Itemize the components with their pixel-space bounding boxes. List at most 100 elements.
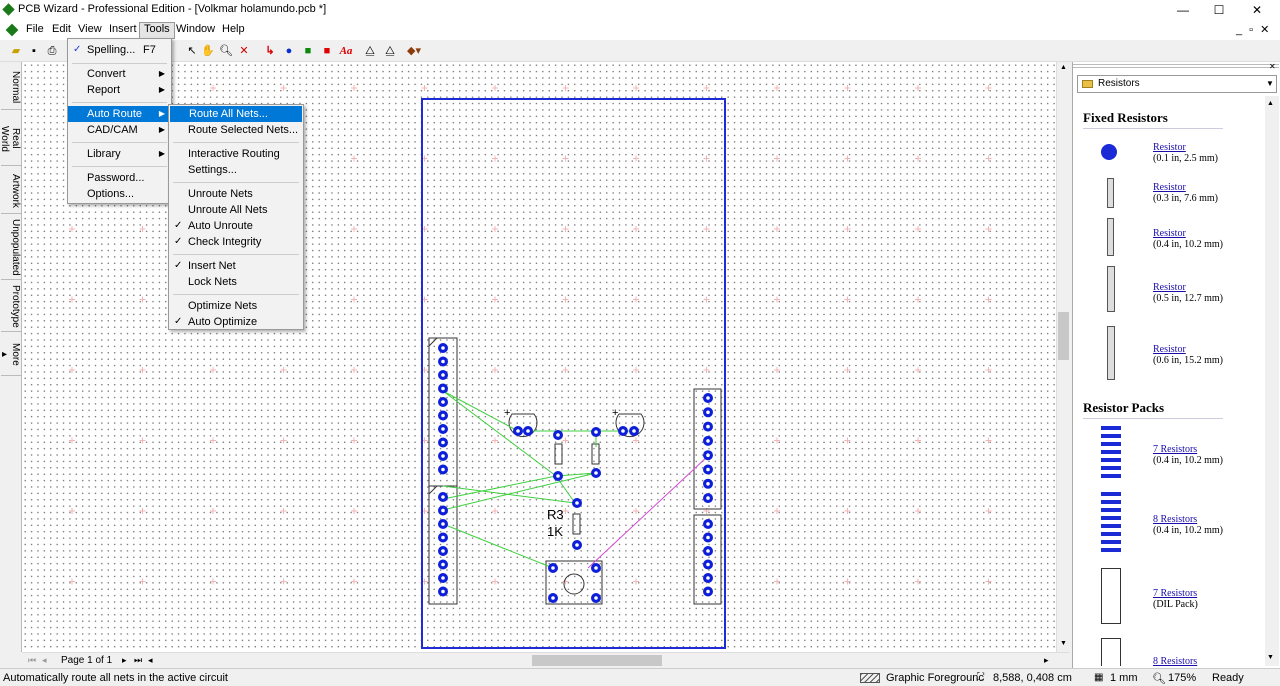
menu-item-interactive-routing[interactable]: Interactive Routing: [188, 148, 280, 160]
horizontal-scroll-thumb[interactable]: [532, 655, 662, 666]
menu-item-settings[interactable]: Settings...: [188, 164, 237, 176]
last-page-icon[interactable]: ⏭: [134, 655, 143, 665]
gallery-scroll-down-icon[interactable]: ▼: [1267, 654, 1274, 661]
zoom-icon[interactable]: 🔍︎: [219, 45, 233, 57]
dil-pack-8-icon[interactable]: [1101, 638, 1121, 666]
copper-area-icon[interactable]: ■: [304, 45, 312, 57]
capacitor-left[interactable]: +: [504, 407, 538, 438]
mdi-window-controls[interactable]: _ ▫ ✕: [1236, 24, 1272, 36]
track-tool-icon[interactable]: ↳: [265, 45, 275, 57]
pad-hole: [441, 427, 445, 431]
resistor-01-icon[interactable]: [1101, 144, 1117, 160]
menu-item-auto-route[interactable]: Auto Route▶: [68, 106, 171, 122]
resistor-05-item[interactable]: Resistor(0.5 in, 12.7 mm): [1153, 282, 1223, 304]
menu-edit[interactable]: Edit: [52, 23, 71, 35]
menu-tools[interactable]: Tools: [139, 22, 175, 39]
dil-pack-8-item[interactable]: 8 Resistors: [1153, 656, 1198, 666]
tab-unpopulated[interactable]: Unpopulated: [1, 216, 21, 280]
tab-prototype[interactable]: Prototype: [1, 282, 21, 332]
menu-item-route-all-nets[interactable]: Route All Nets...: [170, 106, 302, 122]
shape-tool-icon[interactable]: ■: [323, 45, 331, 57]
menu-item-library[interactable]: Library▶: [87, 148, 165, 160]
menu-item-lock-nets[interactable]: Lock Nets: [188, 276, 237, 288]
push-switch[interactable]: [545, 560, 603, 605]
resistor-06-icon[interactable]: [1107, 326, 1115, 380]
menu-window[interactable]: Window: [176, 23, 216, 35]
panel-close-icon[interactable]: ✕: [1269, 62, 1276, 71]
menu-item-route-selected-nets[interactable]: Route Selected Nets...: [188, 124, 299, 136]
scroll-left-icon[interactable]: ◂: [148, 655, 153, 665]
tab-real-world[interactable]: Real World: [0, 112, 21, 166]
print-icon[interactable]: ⎙: [47, 45, 57, 57]
menu-item-optimize-nets[interactable]: Optimize Nets: [188, 300, 258, 312]
dil-pack-icon[interactable]: [1101, 568, 1121, 624]
canvas-vertical-scrollbar[interactable]: ▲ ▼: [1056, 62, 1070, 652]
tab-more[interactable]: More ▸: [0, 334, 21, 376]
resistor-04-item[interactable]: Resistor(0.4 in, 10.2 mm): [1153, 228, 1223, 250]
tab-normal[interactable]: Normal: [1, 66, 21, 110]
tab-artwork[interactable]: Artwork: [1, 168, 21, 214]
menu-item-unroute-nets[interactable]: Unroute Nets: [188, 188, 253, 200]
resistor-06-item[interactable]: Resistor(0.6 in, 15.2 mm): [1153, 344, 1223, 366]
maximize-button[interactable]: ☐: [1213, 3, 1225, 17]
pack-8-icon[interactable]: [1093, 492, 1129, 556]
panel-grip[interactable]: [1073, 64, 1279, 68]
gallery-scrollbar[interactable]: ▲ ▼: [1265, 96, 1279, 666]
menu-help[interactable]: Help: [222, 23, 245, 35]
left-header-bottom[interactable]: [428, 485, 458, 605]
menu-item-cad-cam[interactable]: CAD/CAM▶: [87, 124, 165, 136]
menu-item-spelling[interactable]: ✓ Spelling... F7: [73, 44, 156, 56]
pan-hand-icon[interactable]: ✋: [201, 45, 215, 57]
resistor-03-icon[interactable]: [1107, 178, 1114, 208]
open-folder-icon[interactable]: ▰: [11, 45, 21, 57]
document-icon[interactable]: [5, 23, 19, 37]
pack-7-icon[interactable]: [1093, 426, 1129, 482]
menu-item-auto-unroute[interactable]: ✓Auto Unroute: [174, 220, 253, 232]
menu-view[interactable]: View: [78, 23, 102, 35]
close-button[interactable]: ✕: [1251, 3, 1263, 17]
right-header-bottom[interactable]: [693, 514, 722, 605]
menu-file[interactable]: File: [26, 23, 44, 35]
select-arrow-icon[interactable]: ↖: [187, 45, 197, 57]
resistor-body-r3[interactable]: [572, 513, 581, 535]
save-icon[interactable]: ▪: [32, 45, 36, 57]
first-page-icon[interactable]: ⏮: [28, 655, 37, 665]
text-tool-icon[interactable]: Aa: [339, 45, 353, 57]
pad-hole: [706, 424, 710, 429]
menu-item-insert-net[interactable]: ✓Insert Net: [174, 260, 236, 272]
scroll-right-icon[interactable]: ▸: [1044, 655, 1049, 665]
resistor-01-item[interactable]: Resistor(0.1 in, 2.5 mm): [1153, 142, 1218, 164]
delete-icon[interactable]: ✕: [239, 45, 249, 57]
gallery-dropdown[interactable]: Resistors ▼: [1077, 75, 1277, 93]
canvas-horizontal-scrollbar[interactable]: ⏮ ◂ Page 1 of 1 ▸ ⏭ ◂ ▸: [22, 652, 1070, 668]
pack-7-item[interactable]: 7 Resistors(0.4 in, 10.2 mm): [1153, 444, 1223, 466]
flip-horizontal-icon[interactable]: ⧋: [365, 45, 375, 57]
parts-dropdown-icon[interactable]: ◆▾: [407, 45, 421, 57]
resistor-05-icon[interactable]: [1107, 266, 1115, 312]
prev-page-icon[interactable]: ◂: [42, 655, 47, 665]
menu-item-auto-optimize[interactable]: ✓Auto Optimize: [174, 316, 258, 328]
menu-item-options[interactable]: Options...: [87, 188, 135, 200]
menu-item-unroute-all-nets[interactable]: Unroute All Nets: [188, 204, 268, 216]
resistor-04-icon[interactable]: [1107, 218, 1114, 256]
dil-pack-item[interactable]: 7 Resistors(DIL Pack): [1153, 588, 1198, 610]
menu-insert[interactable]: Insert: [109, 23, 137, 35]
minimize-button[interactable]: —: [1177, 3, 1189, 17]
gallery-scroll-up-icon[interactable]: ▲: [1267, 100, 1274, 107]
resistor-03-item[interactable]: Resistor(0.3 in, 7.6 mm): [1153, 182, 1218, 204]
scroll-up-icon[interactable]: ▲: [1060, 64, 1067, 71]
menu-item-convert[interactable]: Convert▶: [87, 68, 165, 80]
pack-8-item[interactable]: 8 Resistors(0.4 in, 10.2 mm): [1153, 514, 1223, 536]
capacitor-right[interactable]: +: [612, 407, 645, 438]
menu-item-report[interactable]: Report▶: [87, 84, 165, 96]
next-page-icon[interactable]: ▸: [122, 655, 127, 665]
scroll-down-icon[interactable]: ▼: [1060, 640, 1067, 647]
right-header-top[interactable]: [693, 388, 722, 510]
menu-item-check-integrity[interactable]: ✓Check Integrity: [174, 236, 262, 248]
pad-tool-icon[interactable]: ●: [285, 45, 293, 57]
vertical-scroll-thumb[interactable]: [1058, 312, 1069, 360]
flip-vertical-icon[interactable]: ⧋: [385, 45, 395, 57]
menu-item-password[interactable]: Password...: [87, 172, 145, 184]
heading-rule: [1083, 128, 1223, 129]
resistor-body-1[interactable]: [554, 443, 563, 465]
